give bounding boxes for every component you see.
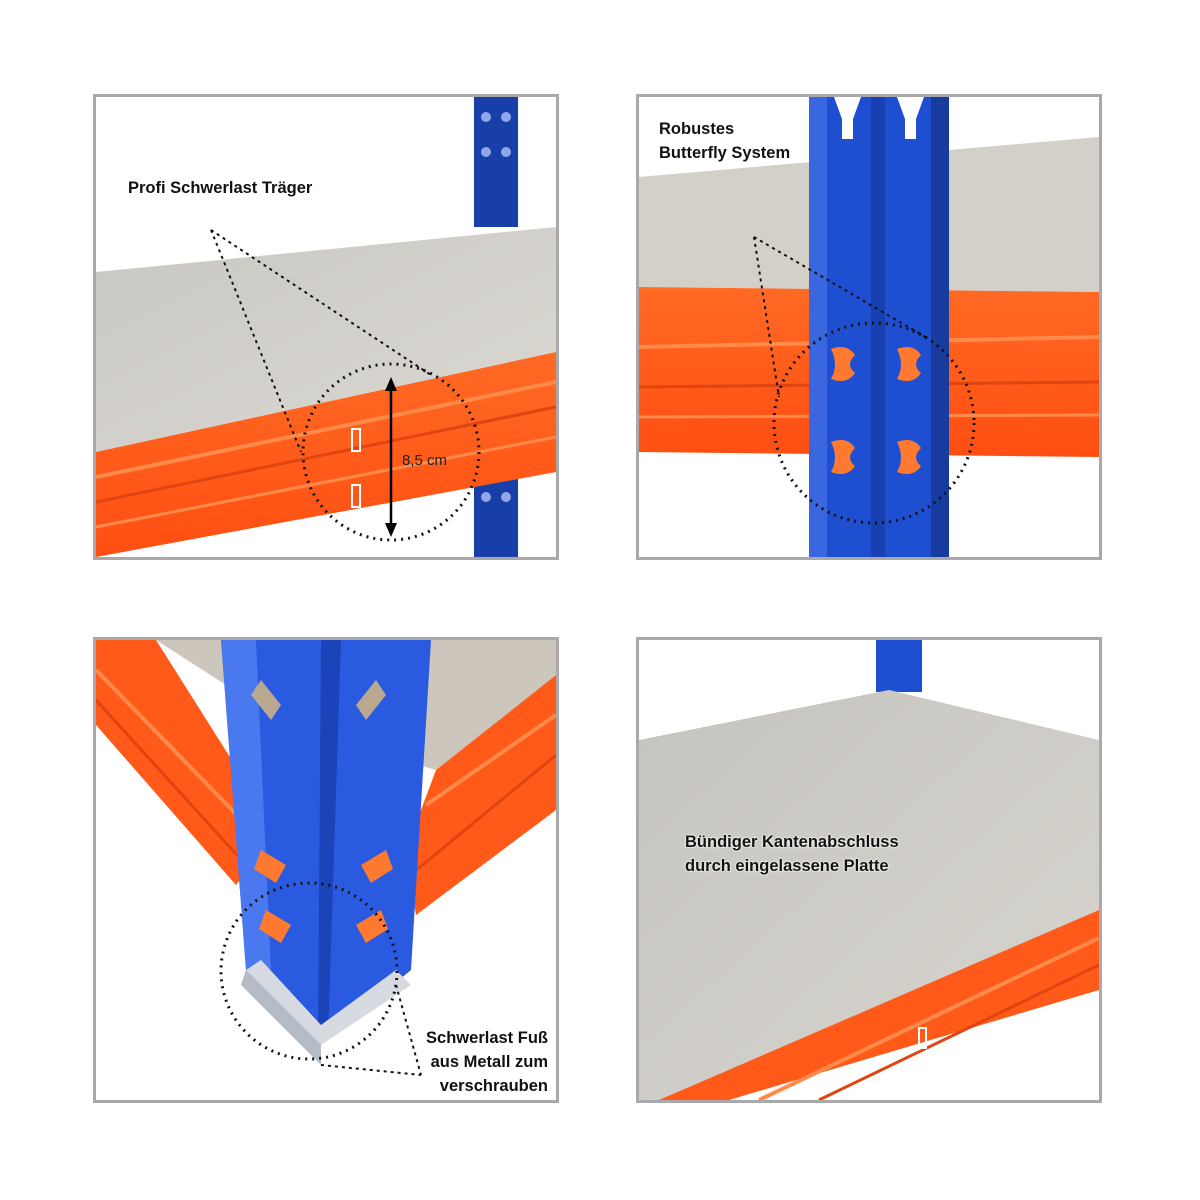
upright-post xyxy=(876,640,922,692)
caption-butterfly-system: Robustes Butterfly System xyxy=(659,120,791,162)
detail-circle xyxy=(301,362,481,542)
panel-beam-height: Profi Schwerlast Träger 8,5 cm xyxy=(93,94,559,560)
butterfly-photo xyxy=(639,97,1099,557)
detail-circle xyxy=(772,321,976,525)
beam-photo xyxy=(96,97,556,557)
caption-flush-edge: Bündiger Kantenabschluss durch eingelass… xyxy=(685,833,899,875)
flush-edge-photo xyxy=(639,640,1099,1100)
panel-butterfly-system: Robustes Butterfly System xyxy=(636,94,1102,560)
detail-circle xyxy=(219,881,399,1061)
orange-beam-right xyxy=(406,675,556,915)
panel-heavy-duty-foot: Schwerlast Fuß aus Metall zum verschraub… xyxy=(93,637,559,1103)
foot-photo xyxy=(96,640,556,1076)
orange-beam xyxy=(659,910,1099,1100)
shelf-board xyxy=(96,227,556,452)
upright-post xyxy=(474,97,518,227)
panel-flush-edge: Bündiger Kantenabschluss durch eingelass… xyxy=(636,637,1102,1103)
metal-foot-plate xyxy=(246,960,411,1045)
upright-post-lower xyxy=(474,477,518,557)
measurement-label: 8,5 cm xyxy=(402,452,448,469)
butterfly-clips xyxy=(831,347,921,474)
shelf-board xyxy=(639,690,1099,1100)
caption-heavy-duty-foot: Schwerlast Fuß aus Metall zum verschraub… xyxy=(426,1029,548,1095)
caption-profi-traeger: Profi Schwerlast Träger xyxy=(128,179,313,197)
